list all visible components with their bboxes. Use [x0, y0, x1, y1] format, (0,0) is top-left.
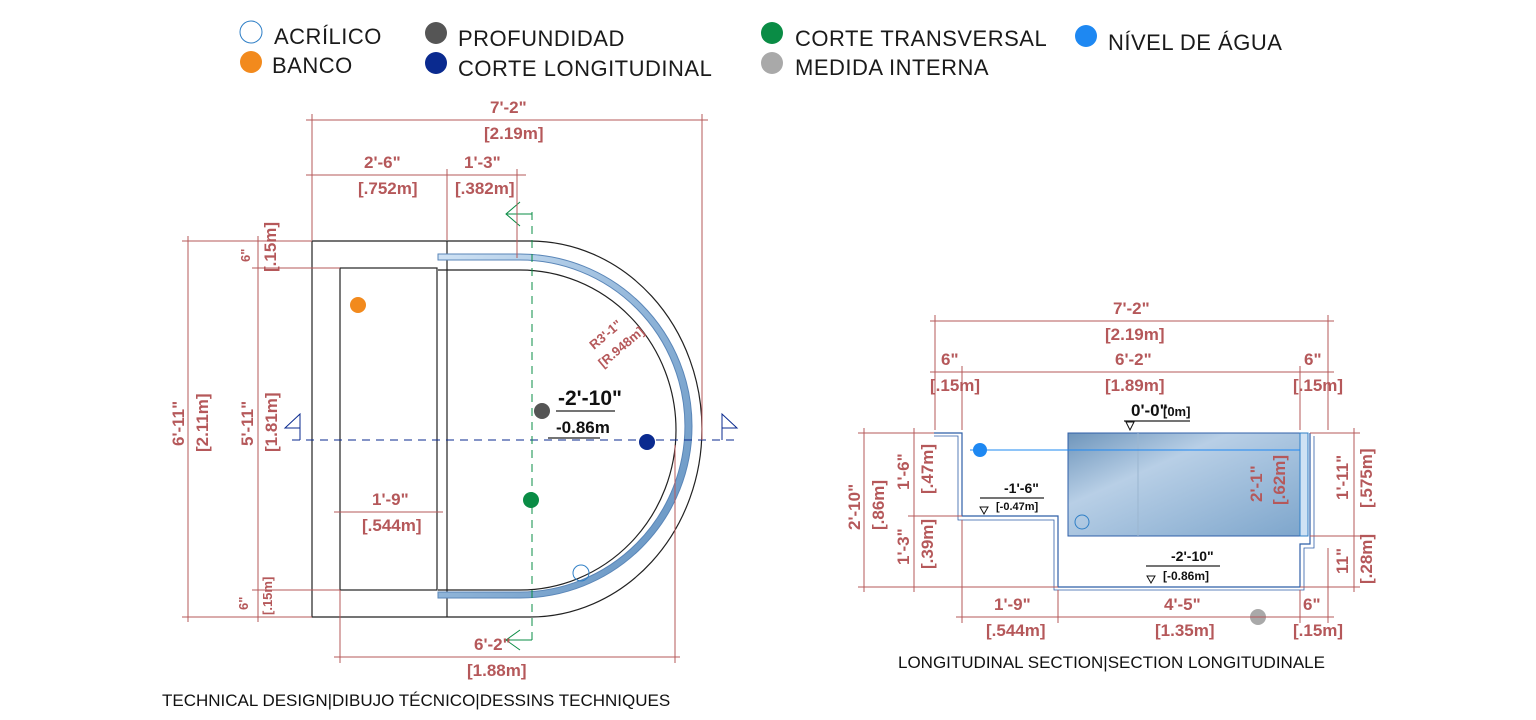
section-floor-level-ft: -2'-10" — [1171, 548, 1214, 564]
plan-straight-m: [.382m] — [455, 179, 515, 198]
section-right-upper-m: [.575m] — [1357, 448, 1376, 508]
section-left-wall-ft: 6" — [941, 350, 959, 369]
plan-bottom-wall-ft: 6" — [236, 597, 251, 610]
plan-caption: TECHNICAL DESIGN|DIBUJO TÉCNICO|DESSINS … — [162, 691, 670, 710]
section-arrow-bottom-icon — [505, 629, 532, 651]
plan-top-wall-ft: 6" — [238, 249, 253, 262]
section-acrilico-marker — [1074, 514, 1090, 530]
corte-transversal-marker — [523, 492, 539, 508]
section-bench-level-m: [-0.47m] — [996, 501, 1039, 513]
profundidad-marker — [534, 403, 550, 419]
plan-view: -2'-10" -0.86m 7'-2" [2.19m] 2'-6" [.752… — [162, 98, 739, 710]
section-total-depth-m: [.86m] — [869, 480, 888, 530]
legend-nivel-agua: NÍVEL DE ÁGUA — [1108, 30, 1282, 55]
section-left-wall-m: [.15m] — [930, 376, 980, 395]
section-lower-m: [.39m] — [918, 519, 937, 569]
pool-outline — [311, 240, 703, 618]
legend-banco: BANCO — [272, 53, 353, 78]
section-acrylic-m: [.62m] — [1270, 455, 1289, 505]
legend-acrilico: ACRÍLICO — [274, 24, 382, 49]
corte-longitudinal-marker — [639, 434, 655, 450]
plan-depth-ft: -2'-10" — [558, 387, 622, 410]
plan-total-width-m: [2.19m] — [484, 124, 544, 143]
section-bottom-deep-ft: 4'-5" — [1164, 595, 1201, 614]
acrylic-panel — [1299, 432, 1309, 537]
section-bottom-bench-ft: 1'-9" — [994, 595, 1031, 614]
inner-arc — [438, 269, 677, 591]
section-right-lower-m: [.28m] — [1357, 534, 1376, 584]
legend: ACRÍLICO BANCO PROFUNDIDAD CORTE LONGITU… — [239, 20, 1282, 81]
section-level-top-m: [0m] — [1163, 404, 1190, 419]
acrilico-legend-icon — [239, 20, 263, 44]
plan-bench-width-ft: 2'-6" — [364, 153, 401, 172]
legend-profundidad: PROFUNDIDAD — [458, 26, 625, 51]
plan-bottom-wall-m: [.15m] — [260, 577, 275, 615]
section-upper-ft: 1'-6" — [894, 453, 913, 490]
acrilico-marker — [572, 564, 590, 582]
section-inner-width-m: [1.89m] — [1105, 376, 1165, 395]
legend-medida-interna: MEDIDA INTERNA — [795, 55, 989, 80]
section-total-width-ft: 7'-2" — [1113, 299, 1150, 318]
level-bench-marker-icon — [979, 506, 989, 516]
section-total-depth-ft: 2'-10" — [845, 484, 864, 530]
nivel-agua-legend-icon — [1075, 25, 1097, 47]
section-bottom-wall-m: [.15m] — [1293, 621, 1343, 640]
section-inner-width-ft: 6'-2" — [1115, 350, 1152, 369]
legend-corte-longitudinal: CORTE LONGITUDINAL — [458, 56, 712, 81]
plan-top-wall-m: [.15m] — [261, 222, 280, 272]
section-arrow-right-icon — [721, 412, 739, 440]
plan-depth-m: -0.86m — [556, 418, 610, 437]
section-upper-m: [.47m] — [918, 444, 937, 494]
section-lower-ft: 1'-3" — [894, 528, 913, 565]
section-acrylic-ft: 2'-1" — [1247, 465, 1266, 502]
section-bench-level-ft: -1'-6" — [1004, 480, 1039, 496]
plan-bench-depth-m: [.544m] — [362, 516, 422, 535]
section-bottom-deep-m: [1.35m] — [1155, 621, 1215, 640]
banco-legend-icon — [240, 51, 262, 73]
plan-total-height-m: [2.11m] — [193, 393, 212, 452]
plan-total-height-ft: 6'-11" — [169, 401, 188, 446]
section-level-top-ft: 0'-0" — [1131, 401, 1168, 420]
plan-bench-width-m: [.752m] — [358, 179, 418, 198]
section-caption: LONGITUDINAL SECTION|SECTION LONGITUDINA… — [898, 653, 1325, 672]
bench-inner — [339, 267, 438, 591]
plan-total-width-ft: 7'-2" — [490, 98, 527, 117]
section-right-upper-ft: 1'-11" — [1333, 455, 1352, 500]
level-top-marker-icon — [1125, 421, 1135, 432]
section-bottom-wall-ft: 6" — [1303, 595, 1321, 614]
plan-bottom-width-m: [1.88m] — [467, 661, 527, 680]
plan-bench-depth-ft: 1'-9" — [372, 490, 409, 509]
section-right-wall-m: [.15m] — [1293, 376, 1343, 395]
plan-straight-ft: 1'-3" — [464, 153, 501, 172]
section-inner-shell — [934, 435, 1315, 591]
plan-inner-height-ft: 5'-11" — [238, 401, 257, 446]
section-view: 0'-0" [0m] -1'-6" [-0.47m] -2'-10" [-0.8… — [845, 299, 1376, 672]
section-arrow-left-icon — [283, 412, 301, 440]
section-arrow-top-icon — [505, 201, 532, 227]
corte-transversal-legend-icon — [761, 22, 783, 44]
section-total-width-m: [2.19m] — [1105, 325, 1165, 344]
section-bottom-bench-m: [.544m] — [986, 621, 1046, 640]
banco-marker — [350, 297, 366, 313]
section-floor-level-m: [-0.86m] — [1163, 569, 1209, 583]
plan-bottom-width-ft: 6'-2" — [474, 635, 511, 654]
level-floor-marker-icon — [1146, 575, 1156, 585]
corte-longitudinal-legend-icon — [425, 52, 447, 74]
plan-inner-height-m: [1.81m] — [262, 392, 281, 452]
nivel-agua-marker — [973, 443, 987, 457]
medida-interna-legend-icon — [761, 52, 783, 74]
profundidad-legend-icon — [425, 22, 447, 44]
acrylic-wall — [437, 253, 693, 599]
section-right-wall-ft: 6" — [1304, 350, 1322, 369]
legend-corte-transversal: CORTE TRANSVERSAL — [795, 26, 1047, 51]
section-right-lower-ft: 11" — [1333, 548, 1352, 574]
